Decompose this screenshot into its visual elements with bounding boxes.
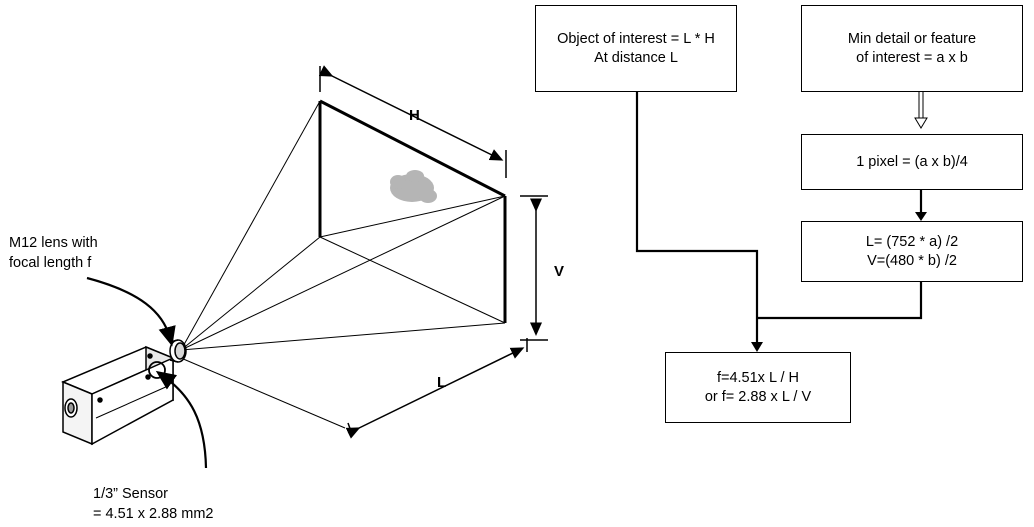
l-label: L — [437, 374, 447, 391]
l-dimension — [345, 338, 528, 439]
arrow-into-lv-box — [915, 212, 927, 221]
lv-box-line1: L= (752 * a) /2 — [865, 233, 959, 250]
v-dimension — [520, 195, 548, 341]
field-of-view-frustum — [180, 99, 507, 429]
lens-label-line2: focal length f — [9, 255, 92, 271]
camera-body — [61, 345, 175, 446]
focal-length-box: f=4.51x L / H or f= 2.88 x L / V — [665, 352, 851, 423]
flow-connectors — [635, 92, 923, 342]
arrow-into-f-box — [751, 342, 763, 352]
object-of-interest-box: Object of interest = L * H At distance L — [535, 5, 737, 92]
min-detail-box: Min detail or feature of interest = a x … — [801, 5, 1023, 92]
sensor-callout-arrow — [155, 370, 208, 469]
pixel-box-text: 1 pixel = (a x b)/4 — [856, 153, 968, 170]
sensor-label-line2: = 4.51 x 2.88 mm2 — [93, 506, 214, 522]
pixel-box: 1 pixel = (a x b)/4 — [801, 134, 1023, 190]
lv-box: L= (752 * a) /2 V=(480 * b) /2 — [801, 221, 1023, 282]
object-of-interest-blob — [390, 170, 437, 203]
lv-box-line2: V=(480 * b) /2 — [867, 252, 957, 269]
v-label: V — [554, 263, 565, 280]
detail-box-line2: of interest = a x b — [856, 49, 968, 66]
f-box-line2: or f= 2.88 x L / V — [704, 388, 812, 405]
hollow-arrow-detail-to-pixel — [914, 92, 928, 129]
lens-label-line1: M12 lens with — [9, 235, 98, 251]
m12-lens — [169, 339, 187, 363]
detail-box-line1: Min detail or feature — [847, 30, 977, 47]
lens-callout-arrow — [86, 276, 176, 347]
sensor-label-line1: 1/3” Sensor — [93, 486, 168, 502]
h-label: H — [409, 107, 420, 124]
object-box-line2: At distance L — [594, 49, 678, 66]
object-box-line1: Object of interest = L * H — [557, 30, 715, 47]
h-dimension — [318, 65, 507, 178]
f-box-line1: f=4.51x L / H — [716, 369, 800, 386]
